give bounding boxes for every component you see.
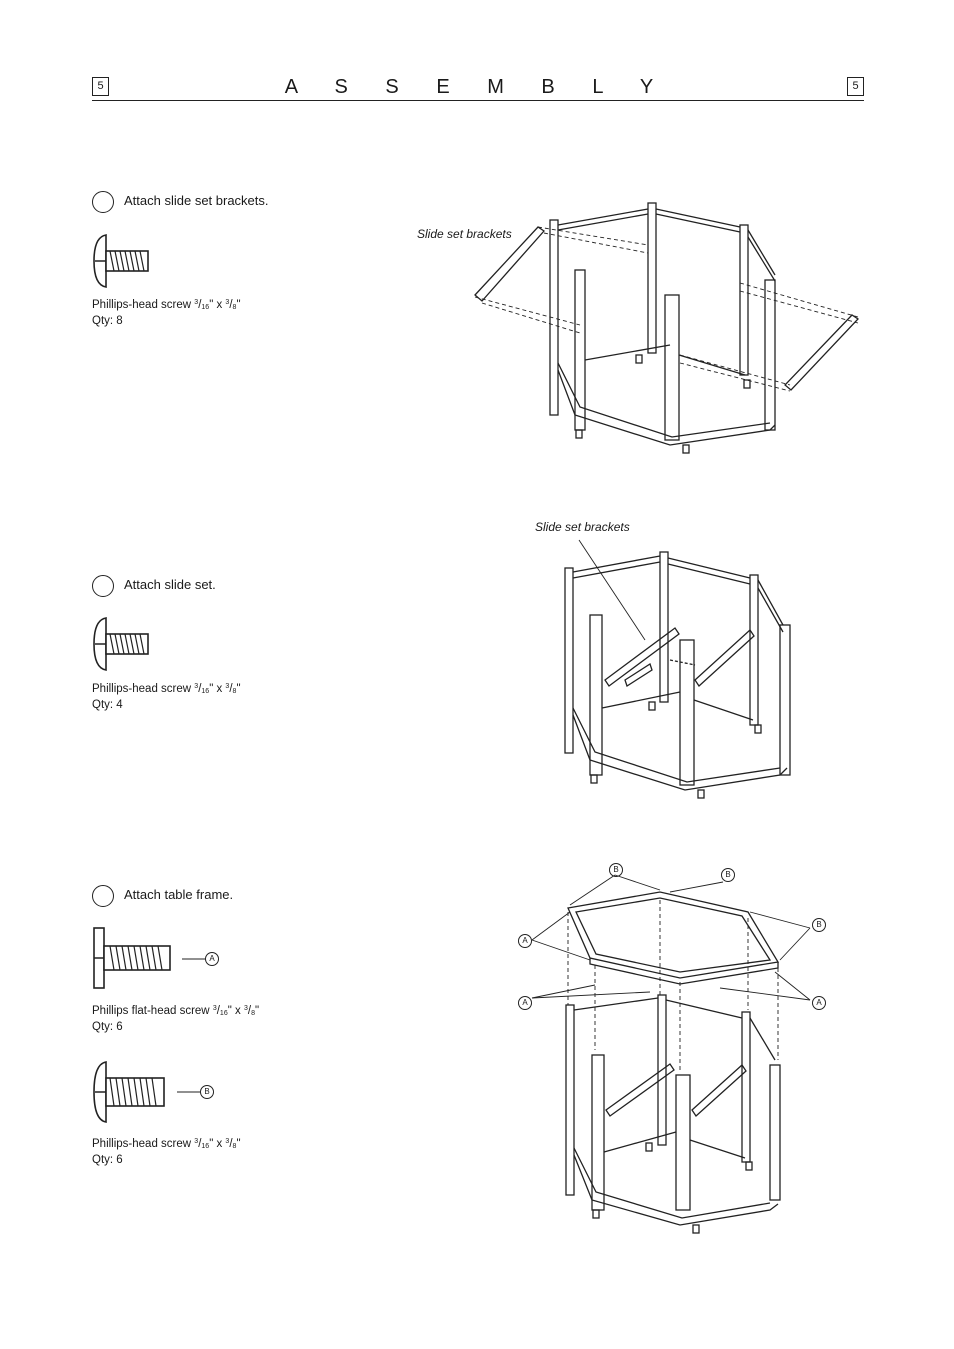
diagram-callout-b: B bbox=[812, 918, 826, 932]
page-title: A S S E M B L Y bbox=[284, 76, 670, 98]
callout-b-badge: B bbox=[200, 1085, 214, 1099]
callout-a-badge: A bbox=[205, 952, 219, 966]
step-2-label: Attach slide set. bbox=[124, 577, 216, 592]
step-2-diagram-label: Slide set brackets bbox=[535, 520, 630, 534]
step-3-screw-a-caption: Phillips flat-head screw 3/16" x 3/8" bbox=[92, 1005, 260, 1017]
step-1-qty: Qty: 8 bbox=[92, 315, 123, 327]
diagram-callout-a: A bbox=[812, 996, 826, 1010]
step-3-screw-b-qty: Qty: 6 bbox=[92, 1154, 123, 1166]
diagram-callout-b: B bbox=[721, 868, 735, 882]
step-1-frame-diagram bbox=[474, 202, 860, 454]
step-3-label: Attach table frame. bbox=[124, 887, 234, 902]
diagram-callout-a: A bbox=[518, 934, 532, 948]
step-3-frame-diagram bbox=[531, 874, 811, 1234]
step-2-frame-diagram bbox=[564, 539, 791, 799]
step-3-screw-a-qty: Qty: 6 bbox=[92, 1021, 123, 1033]
callout-leader bbox=[182, 958, 206, 960]
fraction-3-8: 3/8 bbox=[225, 1138, 237, 1150]
step-2-screw-caption: Phillips-head screw 3/16" x 3/8" bbox=[92, 683, 241, 695]
step-2-screw-name: Phillips-head screw bbox=[92, 683, 192, 695]
fraction-3-16: 3/16 bbox=[194, 683, 210, 695]
step-1-screw-name: Phillips-head screw bbox=[92, 299, 192, 311]
step-3-screw-a-name: Phillips flat-head screw bbox=[92, 1005, 210, 1017]
phillips-screw-icon bbox=[93, 1061, 165, 1123]
step-2-number-circle bbox=[92, 575, 114, 597]
step-3-number-circle bbox=[92, 885, 114, 907]
fraction-3-16: 3/16 bbox=[212, 1005, 228, 1017]
step-3-screw-b-name: Phillips-head screw bbox=[92, 1138, 192, 1150]
page-number-right: 5 bbox=[847, 77, 864, 96]
step-2-qty: Qty: 4 bbox=[92, 699, 123, 711]
phillips-screw-icon bbox=[93, 234, 149, 288]
step-1-number-circle bbox=[92, 191, 114, 213]
diagram-callout-a: A bbox=[518, 996, 532, 1010]
page-number-left: 5 bbox=[92, 77, 109, 96]
header-rule bbox=[92, 100, 864, 101]
step-1-label: Attach slide set brackets. bbox=[124, 193, 269, 208]
diagram-callout-b: B bbox=[609, 863, 623, 877]
fraction-3-8: 3/8 bbox=[243, 1005, 255, 1017]
phillips-screw-icon bbox=[93, 617, 149, 671]
fraction-3-8: 3/8 bbox=[225, 299, 237, 311]
fraction-3-8: 3/8 bbox=[225, 683, 237, 695]
step-1-screw-caption: Phillips-head screw 3/16" x 3/8" bbox=[92, 299, 241, 311]
callout-leader bbox=[177, 1091, 201, 1093]
step-1-diagram-label: Slide set brackets bbox=[417, 227, 512, 241]
fraction-3-16: 3/16 bbox=[194, 299, 210, 311]
fraction-3-16: 3/16 bbox=[194, 1138, 210, 1150]
step-3-screw-b-caption: Phillips-head screw 3/16" x 3/8" bbox=[92, 1138, 241, 1150]
flat-head-screw-icon bbox=[93, 927, 171, 989]
